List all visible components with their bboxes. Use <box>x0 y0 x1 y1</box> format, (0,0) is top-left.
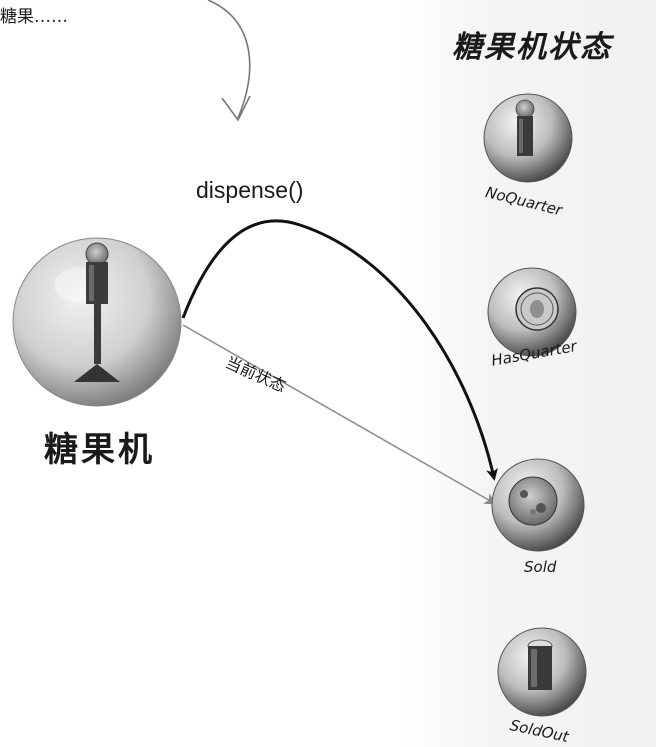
gumball-machine-icon <box>12 237 182 407</box>
noquarter-state-icon <box>483 93 573 183</box>
top-note-text: 糖果…… <box>0 7 68 27</box>
soldout-state-icon <box>497 627 587 717</box>
gumball-machine-label: 糖果机 <box>44 430 155 470</box>
hasquarter-state-icon <box>487 267 577 357</box>
dispense-transition-arrow <box>181 219 498 481</box>
states-title: 糖果机状态 <box>452 30 612 65</box>
pointer-arrow <box>207 0 251 122</box>
current-state-arrow <box>182 324 497 505</box>
sold-state-label: Sold <box>524 558 557 576</box>
dispense-method-label: dispense() <box>196 177 304 203</box>
sold-state-icon <box>491 458 585 552</box>
